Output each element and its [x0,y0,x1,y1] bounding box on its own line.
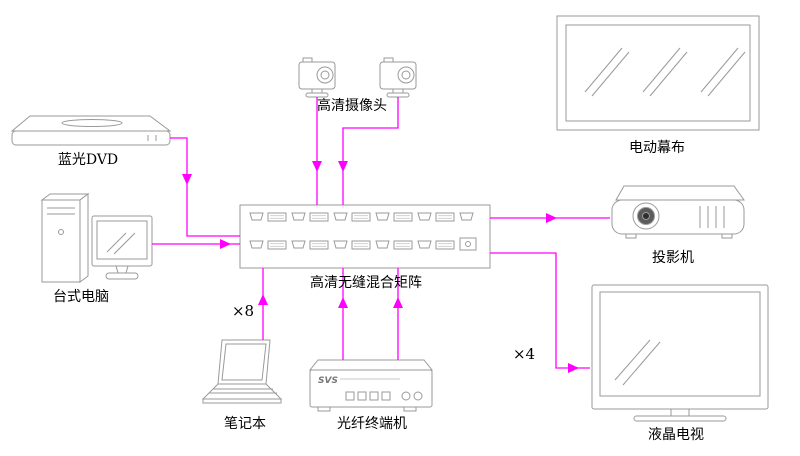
fiber-brand-text: SVS [318,376,338,386]
arrow-up-fiber2-icon [393,297,403,308]
fiber-terminal-device [308,359,434,412]
label-count-x4: ×4 [512,345,536,363]
laptop-device [201,339,283,404]
arrow-right-tv-icon [568,363,579,373]
line-dvd-to-matrix [170,137,240,237]
arrow-up-laptop-icon [258,294,268,305]
arrow-right-desktop-icon [220,239,231,249]
electric-screen-device [556,15,760,131]
connection-arrows [182,161,579,373]
label-desktop: 台式电脑 [53,289,109,305]
arrow-down-camera1-icon [312,161,322,172]
label-lcd-tv: 液晶电视 [648,427,704,443]
arrow-right-projector-icon [546,213,557,223]
hd-camera-2 [379,57,417,98]
lcd-tv-device [591,284,769,422]
power-button-icon [58,229,64,235]
label-electric-screen: 电动幕布 [629,140,685,156]
label-count-x8: ×8 [231,302,255,320]
label-hd-camera: 高清摄像头 [317,98,387,114]
label-laptop: 笔记本 [224,416,266,432]
desktop-computer-device [40,193,153,283]
projector-device [611,185,745,239]
label-matrix: 高清无缝混合矩阵 [310,275,422,291]
arrow-down-camera2-icon [338,161,348,172]
arrow-down-dvd-icon [182,174,192,185]
label-projector: 投影机 [652,250,694,266]
bluray-dvd-device [10,115,172,146]
label-bluray-dvd: 蓝光DVD [57,152,119,168]
label-fiber-terminal: 光纤终端机 [337,416,407,432]
line-matrix-to-tv [490,252,590,369]
hd-camera-1 [298,57,336,98]
arrow-up-fiber1-icon [338,297,348,308]
matrix-device [239,204,491,269]
